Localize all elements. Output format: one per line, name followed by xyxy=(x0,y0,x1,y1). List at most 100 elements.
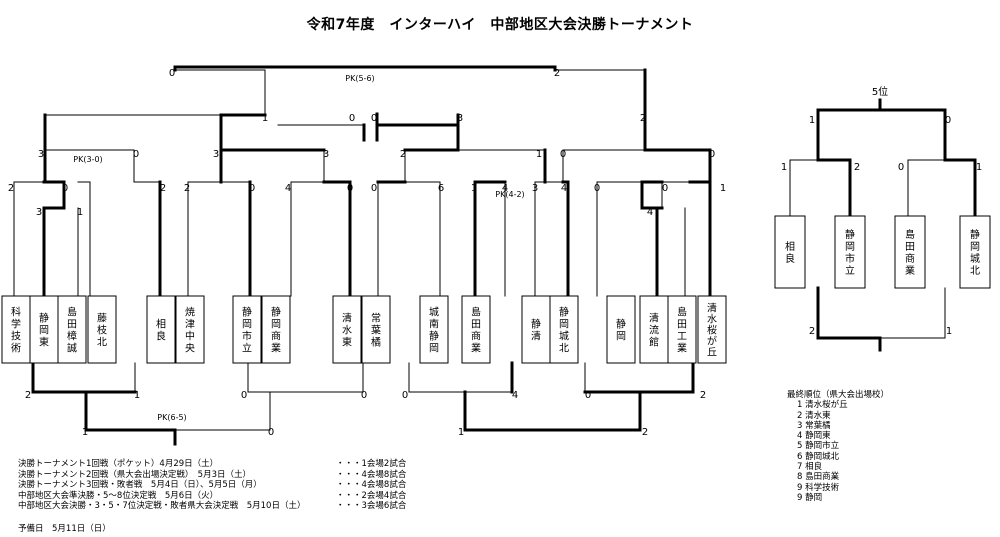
team-box xyxy=(87,295,117,364)
team-name-char: 静 xyxy=(39,312,49,325)
team-name-char: 島 xyxy=(677,306,687,319)
final-ranking-item: 8 島田商業 xyxy=(797,472,840,483)
score-label: 1 xyxy=(946,326,952,337)
score-label: 2 xyxy=(8,183,14,194)
team-name-char: 樟 xyxy=(67,330,77,343)
schedule-item: 中部地区大会準決勝・5～8位決定戦 5月6日（火）・・・2会場4試合 xyxy=(18,491,438,502)
score-label: 0 xyxy=(371,113,377,124)
page-title: 令和7年度 インターハイ 中部地区大会決勝トーナメント xyxy=(306,17,694,33)
schedule-item-games: ・・・4会場8試合 xyxy=(336,469,407,480)
score-label: 0 xyxy=(249,183,255,194)
team-name-char: 橘 xyxy=(371,337,381,349)
team-box xyxy=(361,295,391,364)
team-name-char: 北 xyxy=(970,265,980,277)
team-name-char: 北 xyxy=(559,343,569,355)
score-label: 1 xyxy=(976,162,982,173)
team-box xyxy=(146,295,176,364)
score-label: 2 xyxy=(400,149,406,160)
team-name-char: 相 xyxy=(156,318,166,331)
schedule-item-games: ・・・4会場8試合 xyxy=(336,480,407,490)
schedule-item: 決勝トーナメント3回戦・敗者戦 5月4日（日）、5月5日（月） ・・・4会場8試合 xyxy=(18,480,438,491)
team-box xyxy=(606,295,636,364)
score-label: 2 xyxy=(809,326,815,337)
team-name-char: 桜 xyxy=(707,324,717,337)
score-label: 3 xyxy=(36,207,42,218)
final-ranking-item: 2 清水東 xyxy=(797,410,831,421)
final-ranking-heading: 最終順位（県大会出場校） xyxy=(787,390,890,400)
score-label: 1 xyxy=(720,183,726,194)
final-ranking-item: 7 相良 xyxy=(797,462,823,473)
team-box xyxy=(834,215,866,289)
score-label: 0 xyxy=(347,183,353,194)
final-ranking-item: 6 静岡城北 xyxy=(797,451,840,462)
schedule-item: 決勝トーナメント1回戦（ポケット）4月29日（土）・・・1会場2試合 xyxy=(18,459,438,470)
team-name-char: 枝 xyxy=(97,324,107,337)
team-box xyxy=(261,295,291,364)
team-name-char: 立 xyxy=(845,264,855,277)
team-box xyxy=(959,215,991,289)
score-label: 0 xyxy=(594,183,600,194)
score-label: 3 xyxy=(213,149,219,160)
final-ranking-item: 5 静岡市立 xyxy=(797,441,840,452)
schedule-item-name: 決勝トーナメント2回戦（県大会出場決定戦） 5月3日（土） xyxy=(18,469,251,480)
score-label: 4 xyxy=(502,183,508,194)
schedule-item-games: ・・・3会場6試合 xyxy=(336,501,407,511)
team-name-char: 清 xyxy=(531,330,541,343)
team-name-char: 東 xyxy=(342,336,352,349)
score-label: 3 xyxy=(457,113,463,124)
reserve-day: 予備日 5月11日（日） xyxy=(18,524,111,534)
schedule-list: 決勝トーナメント1回戦（ポケット）4月29日（土）・・・1会場2試合決勝トーナメ… xyxy=(18,459,438,512)
score-label: 6 xyxy=(438,183,444,194)
score-label: 4 xyxy=(647,207,653,218)
team-name-char: 商 xyxy=(471,330,481,343)
team-name-char: 水 xyxy=(342,325,352,337)
team-name-char: 学 xyxy=(11,318,21,331)
score-label: 3 xyxy=(323,149,329,160)
team-box xyxy=(332,295,362,364)
score-label: 1 xyxy=(536,149,542,160)
placement-title: 5位 xyxy=(872,85,888,98)
team-name-char: 島 xyxy=(471,306,481,319)
team-name-char: 清 xyxy=(707,302,717,315)
team-box xyxy=(549,295,579,364)
team-box xyxy=(461,295,491,364)
team-name-char: 南 xyxy=(429,318,439,331)
team-name-char: 商 xyxy=(271,330,281,343)
score-label: 3 xyxy=(38,149,44,160)
team-name-char: 静 xyxy=(271,306,281,319)
score-label: 2 xyxy=(700,390,706,401)
team-name-char: 静 xyxy=(559,306,569,319)
team-name-char: 良 xyxy=(156,330,166,343)
team-name-char: 田 xyxy=(677,320,687,331)
team-name-char: 岡 xyxy=(616,331,626,343)
team-name-char: 岡 xyxy=(845,241,855,253)
schedule-item-name: 中部地区大会準決勝・5～8位決定戦 5月6日（火） xyxy=(18,490,219,501)
team-name-char: 相 xyxy=(785,240,795,253)
score-label: 1 xyxy=(134,390,140,401)
team-name-char: 静 xyxy=(531,318,541,331)
team-name-char: 田 xyxy=(67,320,77,331)
team-name-char: 田 xyxy=(471,320,481,331)
final-ranking-item: 3 常葉橘 xyxy=(797,420,831,431)
score-label: 3 xyxy=(532,183,538,194)
score-label: 1 xyxy=(471,183,477,194)
score-label: 0 xyxy=(709,149,715,160)
team-box xyxy=(419,295,449,364)
score-label: 4 xyxy=(512,390,518,401)
final-ranking-item: 9 科学技術 xyxy=(797,482,840,493)
team-name-char: 丘 xyxy=(707,347,717,359)
team-name-char: 葉 xyxy=(371,324,381,337)
score-label: 0 xyxy=(169,68,175,79)
schedule-item-name: 中部地区大会決勝・3・5・7位決定戦・敗者県大会決定戦 5月10日（土） xyxy=(18,501,306,511)
team-box xyxy=(774,215,806,289)
schedule-item-name: 決勝トーナメント3回戦・敗者戦 5月4日（日）、5月5日（月） xyxy=(18,480,262,490)
team-name-char: 岡 xyxy=(39,325,49,337)
schedule-item-name: 決勝トーナメント1回戦（ポケット）4月29日（土） xyxy=(18,459,219,469)
final-ranking-item: 1 清水桜が丘 xyxy=(797,400,848,411)
score-label: 2 xyxy=(25,390,31,401)
team-name-char: 静 xyxy=(616,318,626,331)
team-box xyxy=(894,215,926,289)
team-name-char: 島 xyxy=(67,306,77,319)
score-label: 1 xyxy=(458,427,464,438)
